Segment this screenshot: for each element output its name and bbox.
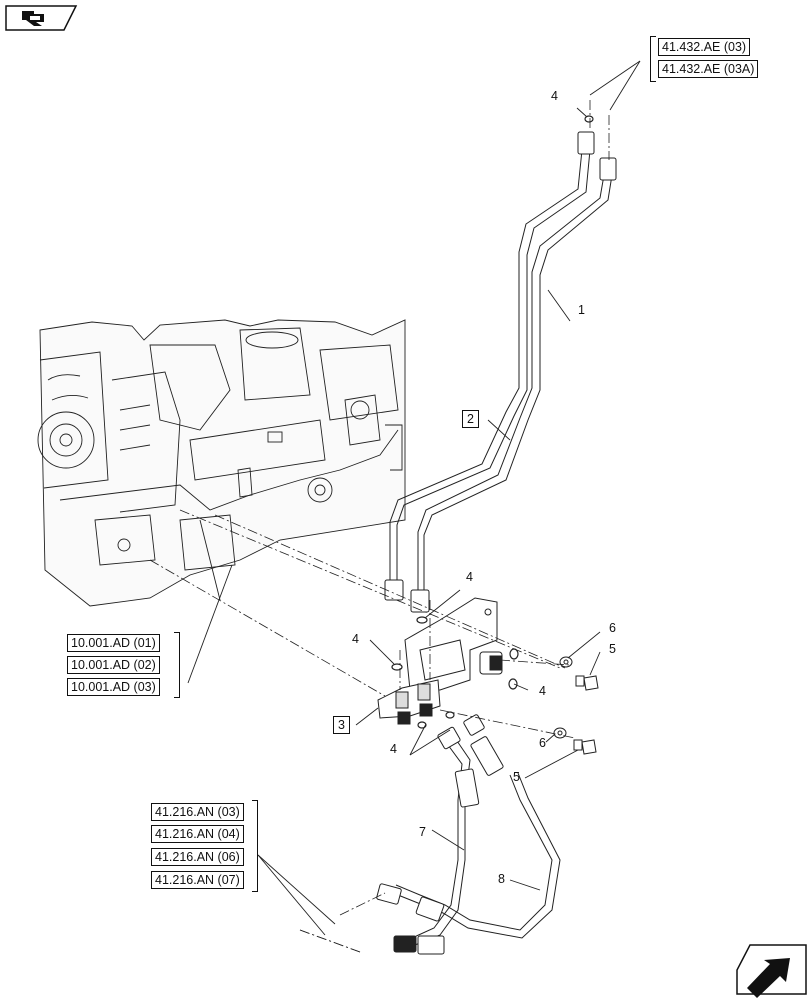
callout-4-lower: 4 <box>390 742 397 756</box>
next-page-icon[interactable] <box>736 944 807 998</box>
callout-8: 8 <box>498 872 505 886</box>
callout-7: 7 <box>419 825 426 839</box>
ref-box-41-216-an-06[interactable]: 41.216.AN (06) <box>151 848 244 866</box>
ref-bracket-engine <box>174 632 180 698</box>
ref-bracket-hose <box>252 800 258 892</box>
callout-4-upper: 4 <box>466 570 473 584</box>
hose-fittings <box>376 714 504 955</box>
pipe-fittings <box>384 131 617 613</box>
ref-box-10-001-ad-02[interactable]: 10.001.AD (02) <box>67 656 160 674</box>
callout-5-upper: 5 <box>609 642 616 656</box>
callout-5-lower: 5 <box>513 770 520 784</box>
callout-2-box[interactable]: 2 <box>462 410 479 428</box>
engine-block-drawing <box>37 319 406 607</box>
callout-6-upper: 6 <box>609 621 616 635</box>
leader-lines <box>187 60 641 936</box>
o-rings <box>391 115 594 729</box>
callout-1: 1 <box>578 303 585 317</box>
callout-4-left: 4 <box>352 632 359 646</box>
callout-4-right: 4 <box>539 684 546 698</box>
ref-bracket-top <box>650 36 656 82</box>
callout-4-top: 4 <box>551 89 558 103</box>
ref-box-41-432-ae-03a[interactable]: 41.432.AE (03A) <box>658 60 759 78</box>
ref-box-10-001-ad-03[interactable]: 10.001.AD (03) <box>67 678 160 696</box>
side-fitting-drawing <box>479 651 503 675</box>
ref-box-10-001-ad-01[interactable]: 10.001.AD (01) <box>67 634 160 652</box>
reference-lines <box>149 100 610 953</box>
previous-page-icon[interactable] <box>5 5 78 31</box>
callout-3-box[interactable]: 3 <box>333 716 350 734</box>
ref-box-41-432-ae-03[interactable]: 41.432.AE (03) <box>658 38 751 56</box>
pipe-2-drawing <box>389 149 591 582</box>
callout-6-lower: 6 <box>539 736 546 750</box>
ref-box-41-216-an-04[interactable]: 41.216.AN (04) <box>151 825 244 843</box>
ref-box-41-216-an-07[interactable]: 41.216.AN (07) <box>151 871 244 889</box>
fitting-block-3-drawing <box>377 679 441 725</box>
ref-box-41-216-an-03[interactable]: 41.216.AN (03) <box>151 803 244 821</box>
pipe-1-drawing <box>417 174 613 590</box>
